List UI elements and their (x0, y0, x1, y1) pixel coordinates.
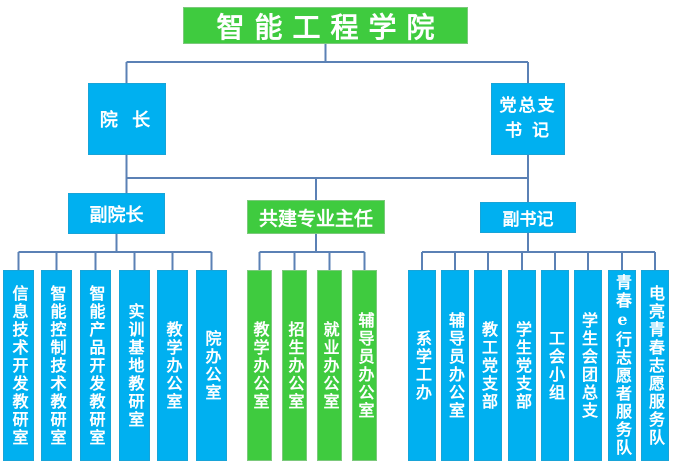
dept-college-office: 院办公室 (196, 270, 227, 461)
cobuilt-major-director-box: 共建专业主任 (247, 200, 385, 234)
party-dept-youth-e-volunteer-team: 青春e行志愿者服务队 (608, 270, 636, 461)
party-secretary-box: 党总支 书 记 (491, 83, 565, 155)
cobuilt-teaching-office: 教学办公室 (247, 270, 272, 461)
party-dept-dianliang-youth-volunteer-team: 电亮青春志愿服务队 (641, 270, 669, 461)
party-dept-student-party-branch: 学生党支部 (508, 270, 536, 461)
party-dept-student-union-league: 学生会团总支 (574, 270, 602, 461)
deputy-secretary-box: 副书记 (480, 202, 576, 233)
dept-info-tech-dev-teaching-office: 信息技术开发教研室 (3, 270, 34, 461)
cobuilt-employment-office: 就业办公室 (317, 270, 342, 461)
cobuilt-counselor-office: 辅导员办公室 (352, 270, 377, 461)
dept-intelligent-control-teaching-office: 智能控制技术教研室 (41, 270, 72, 461)
party-dept-counselor-office: 辅导员办公室 (441, 270, 469, 461)
party-secretary-line2: 书 记 (505, 121, 551, 141)
dept-teaching-office: 教学办公室 (157, 270, 188, 461)
party-secretary-line1: 党总支 (499, 96, 557, 117)
party-dept-staff-party-branch: 教工党支部 (474, 270, 502, 461)
dean-box: 院 长 (88, 83, 166, 155)
dept-intelligent-product-dev-teaching-office: 智能产品开发教研室 (80, 270, 111, 461)
cobuilt-admissions-office: 招生办公室 (282, 270, 307, 461)
party-dept-union-group: 工会小组 (541, 270, 569, 461)
vice-dean-box: 副院长 (68, 193, 165, 234)
college-title-box: 智能工程学院 (183, 7, 468, 44)
party-dept-student-affairs-office: 系学工办 (408, 270, 436, 461)
dept-training-base-teaching-office: 实训基地教研室 (119, 270, 150, 461)
